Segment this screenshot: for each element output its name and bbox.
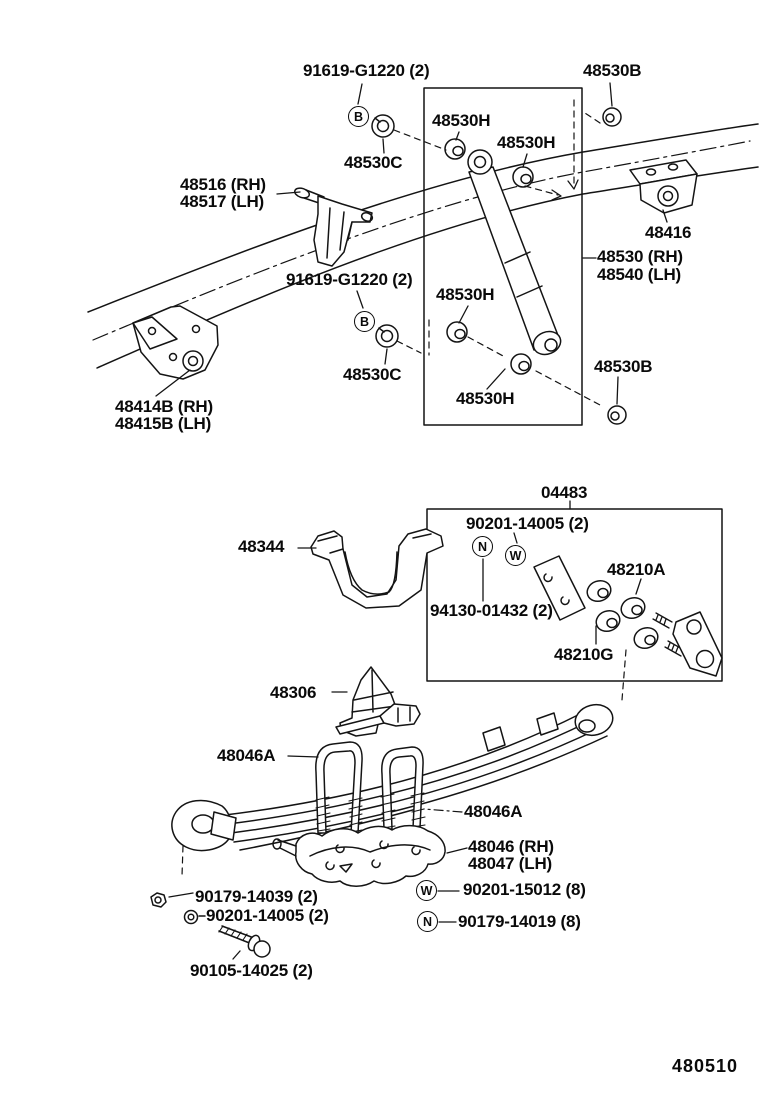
part-label-48415b-lh: 48415B (LH)	[115, 414, 212, 433]
figure-code: 480510	[672, 1056, 739, 1076]
part-label-04483: 04483	[541, 483, 588, 502]
bumper-48306-drawing	[335, 666, 421, 737]
part-label-48416: 48416	[645, 223, 692, 242]
nut-symbol-circle-box: N	[472, 536, 493, 557]
retainer-48530c-drawing	[371, 114, 399, 348]
shock-absorber-box	[423, 87, 583, 426]
part-label-90105-14025: 90105-14025 (2)	[190, 961, 313, 980]
bracket-48414b-drawing	[132, 305, 219, 380]
part-label-94130-01432: 94130-01432 (2)	[430, 601, 553, 620]
part-label-48530b-2: 48530B	[594, 357, 653, 376]
shackle-side-plate-drawing	[672, 611, 723, 677]
part-label-48530h-4: 48530H	[456, 389, 515, 408]
leader-arrowheads	[551, 179, 579, 201]
part-label-48414b-rh: 48414B (RH)	[115, 397, 213, 416]
part-label-48210a: 48210A	[607, 560, 666, 579]
cushion-48530h-drawing	[444, 138, 534, 375]
bracket-48416-drawing	[629, 159, 698, 214]
bolt-symbol-circle-1: B	[348, 106, 369, 127]
bolt-symbol-circle-2: B	[354, 311, 375, 332]
shock-absorber-drawing	[467, 149, 562, 356]
part-label-48530h-2: 48530H	[497, 133, 556, 152]
dashed-leader-lines	[181, 99, 627, 877]
part-label-48530c-2: 48530C	[343, 365, 402, 384]
part-label-48210g: 48210G	[554, 645, 614, 664]
part-label-48530-rh: 48530 (RH)	[597, 247, 683, 266]
shackle-pin-drawing	[652, 612, 685, 657]
part-label-90201-15012: 90201-15012 (8)	[463, 880, 586, 899]
part-label-48540-lh: 48540 (LH)	[597, 265, 681, 284]
shackle-kit-box	[426, 508, 723, 682]
part-label-48047-lh: 48047 (LH)	[468, 854, 552, 873]
spacer-48344-drawing	[310, 528, 444, 609]
part-label-48046-rh: 48046 (RH)	[468, 837, 554, 856]
bolt-90105-drawing	[218, 925, 271, 958]
seat-plate-48046-drawing	[272, 824, 446, 887]
part-label-48046a-2: 48046A	[464, 802, 523, 821]
leader-lines	[155, 82, 668, 960]
washer-symbol-circle-box: W	[505, 545, 526, 566]
u-bolt-drawing	[315, 741, 426, 834]
part-label-48530c-top: 48530C	[344, 153, 403, 172]
part-label-48344: 48344	[238, 537, 285, 556]
part-label-90201-14005-box: 90201-14005 (2)	[466, 514, 589, 533]
nut-symbol-circle-bottom: N	[417, 911, 438, 932]
bush-48210-drawing	[586, 579, 659, 650]
part-label-48530b-top: 48530B	[583, 61, 642, 80]
shackle-plate-94130-drawing	[533, 555, 586, 621]
part-label-48517-lh: 48517 (LH)	[180, 192, 264, 211]
grommet-48530b-drawing	[602, 107, 627, 425]
nut-icon	[150, 892, 167, 908]
washer-icon	[183, 909, 206, 925]
part-label-90201-14005-b: 90201-14005 (2)	[206, 906, 329, 925]
part-label-90179-14019: 90179-14019 (8)	[458, 912, 581, 931]
dashdot-leader	[423, 808, 463, 813]
part-label-48516-rh: 48516 (RH)	[180, 175, 266, 194]
part-label-48530h-1: 48530H	[432, 111, 491, 130]
part-label-48306: 48306	[270, 683, 317, 702]
part-label-48530h-3: 48530H	[436, 285, 495, 304]
part-label-91619-g1220-top: 91619-G1220 (2)	[303, 61, 430, 80]
washer-symbol-circle-bottom: W	[416, 880, 437, 901]
bracket-48516-drawing	[293, 187, 374, 267]
part-label-91619-g1220-2: 91619-G1220 (2)	[286, 270, 413, 289]
part-label-90179-14039: 90179-14039 (2)	[195, 887, 318, 906]
part-label-48046a-1: 48046A	[217, 746, 276, 765]
